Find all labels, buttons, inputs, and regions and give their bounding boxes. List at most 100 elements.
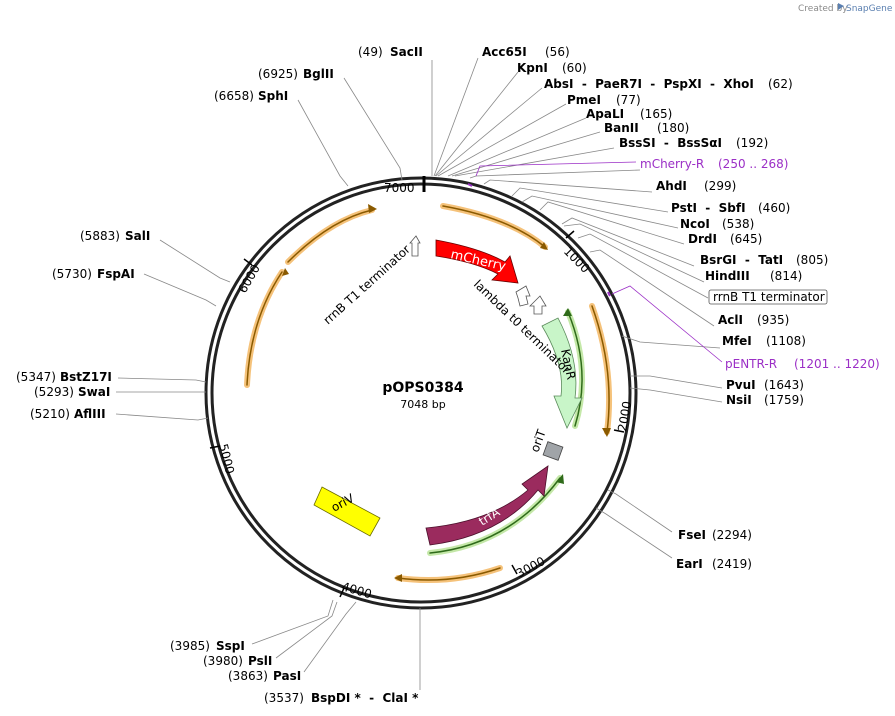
primer-leader-lines [475,161,723,363]
site-drdi[interactable]: DrdI (645) [688,232,762,246]
site-kpni[interactable]: KpnI (60) [517,61,587,75]
site-pos: (5210) [30,407,70,421]
site-name: PmeI [567,93,601,107]
site-pos: (2419) [712,557,752,571]
site-name: AflIII [74,407,106,421]
site-banii[interactable]: BanII (180) [604,121,689,135]
site-pos: (5883) [80,229,120,243]
plasmid-size: 7048 bp [400,398,445,411]
site-pos: (56) [545,45,570,59]
site-name: BglII [303,67,334,81]
site-nsii[interactable]: NsiI (1759) [726,393,804,407]
site-pos: (180) [657,121,689,135]
feature-orit[interactable]: oriT [528,427,564,461]
primer-name: mCherry-R [640,157,704,171]
site-name: PasI [273,669,301,683]
site-sacii[interactable]: (49) SacII [358,45,423,59]
site-pos: (3985) [170,639,210,653]
site-pos: (62) [768,77,793,91]
site-sphi[interactable]: (6658) SphI [214,89,288,103]
boxed-feature-label: rrnB T1 terminator [713,290,825,304]
site-pos: (3863) [228,669,268,683]
primer-pentr-r[interactable]: pENTR-R (1201 .. 1220) [725,357,880,371]
site-pos: (192) [736,136,768,150]
snapgene-logo-icon [838,3,844,10]
site-name: PvuI [726,378,756,392]
site-ncoi[interactable]: NcoI (538) [680,217,754,231]
site-name: FspAI [97,267,135,281]
site-name: AhdI [656,179,687,193]
backbone [204,176,638,610]
site-bspdi-clai[interactable]: (3537) BspDI * - ClaI * [264,691,419,705]
site-pos: (2294) [712,528,752,542]
tick-label-7000: 7000 [384,181,415,195]
feature-trfa[interactable]: trfA [425,465,549,546]
feature-label-rrnb-t1-terminator: rrnB T1 terminator [321,242,413,327]
site-psti-sbfi[interactable]: PstI - SbfI (460) [671,201,790,215]
primer-marks [467,183,611,297]
site-apali[interactable]: ApaLI (165) [586,107,672,121]
site-name: SalI [125,229,150,243]
tick-label-1000: 1000 [561,244,592,275]
site-pos: (3980) [203,654,243,668]
site-eari[interactable]: EarI (2419) [676,557,752,571]
site-pos: (60) [562,61,587,75]
site-sspi[interactable]: (3985) SspI [170,639,245,653]
site-name: BstZ17I [60,370,112,384]
site-bsrgi-tati[interactable]: BsrGI - TatI (805) [700,253,828,267]
site-hindiii[interactable]: HindIII (814) [705,269,802,283]
site-bglii[interactable]: (6925) BglII [258,67,334,81]
site-mfei[interactable]: MfeI (1108) [722,334,806,348]
site-name: MfeI [722,334,752,348]
primer-mcherry-r[interactable]: mCherry-R (250 .. 268) [640,157,788,171]
site-leader-lines [115,57,723,690]
site-pos: (5347) [16,370,56,384]
site-pos: (814) [770,269,802,283]
boxed-feature-rrnb-t1-terminator[interactable]: rrnB T1 terminator [708,289,828,305]
site-fspai[interactable]: (5730) FspAI [52,267,135,281]
site-acc65i[interactable]: Acc65I (56) [482,45,570,59]
site-afliii[interactable]: (5210) AflIII [30,407,106,421]
site-pos: (1108) [766,334,806,348]
snapgene-credit: Created by SnapGene [798,3,893,14]
site-name: BssSI - BssSαI [619,136,722,150]
site-pos: (935) [757,313,789,327]
tick-marks [209,230,625,598]
site-pos: (1759) [764,393,804,407]
site-name: PstI - SbfI [671,201,746,215]
site-name: BanII [604,121,639,135]
feature-oriv[interactable]: oriV [313,486,381,537]
feature-kanr[interactable]: KanR [541,317,583,429]
site-acli[interactable]: AclI (935) [718,313,789,327]
site-name: NcoI [680,217,710,231]
site-pasi[interactable]: (3863) PasI [228,669,301,683]
credit-prefix: Created by [798,4,848,14]
site-name: FseI [678,528,706,542]
feature-rrnb-t1-terminator[interactable]: rrnB T1 terminator [321,235,421,327]
site-psli[interactable]: (3980) PslI [203,654,272,668]
site-pos: (6658) [214,89,254,103]
site-pmei[interactable]: PmeI (77) [567,93,641,107]
feature-mcherry[interactable]: mCherry [435,239,519,284]
site-swai[interactable]: (5293) SwaI [34,385,110,399]
orf-arcs [244,203,613,584]
primer-range: (1201 .. 1220) [794,357,880,371]
site-name: NsiI [726,393,752,407]
site-name: HindIII [705,269,750,283]
site-absi-xhoi[interactable]: AbsI - PaeR7I - PspXI - XhoI (62) [544,77,793,91]
site-ahdi[interactable]: AhdI (299) [656,179,736,193]
site-bsssi[interactable]: BssSI - BssSαI (192) [619,136,768,150]
site-pos: (6925) [258,67,298,81]
site-sali[interactable]: (5883) SalI [80,229,150,243]
site-pos: (3537) [264,691,304,705]
site-pos: (165) [640,107,672,121]
site-fsei[interactable]: FseI (2294) [678,528,752,542]
site-pos: (645) [730,232,762,246]
site-name: EarI [676,557,703,571]
site-pvui[interactable]: PvuI (1643) [726,378,804,392]
site-pos: (460) [758,201,790,215]
primer-range: (250 .. 268) [718,157,788,171]
site-pos: (1643) [764,378,804,392]
site-bstz17i[interactable]: (5347) BstZ17I [16,370,112,384]
site-pos: (49) [358,45,383,59]
